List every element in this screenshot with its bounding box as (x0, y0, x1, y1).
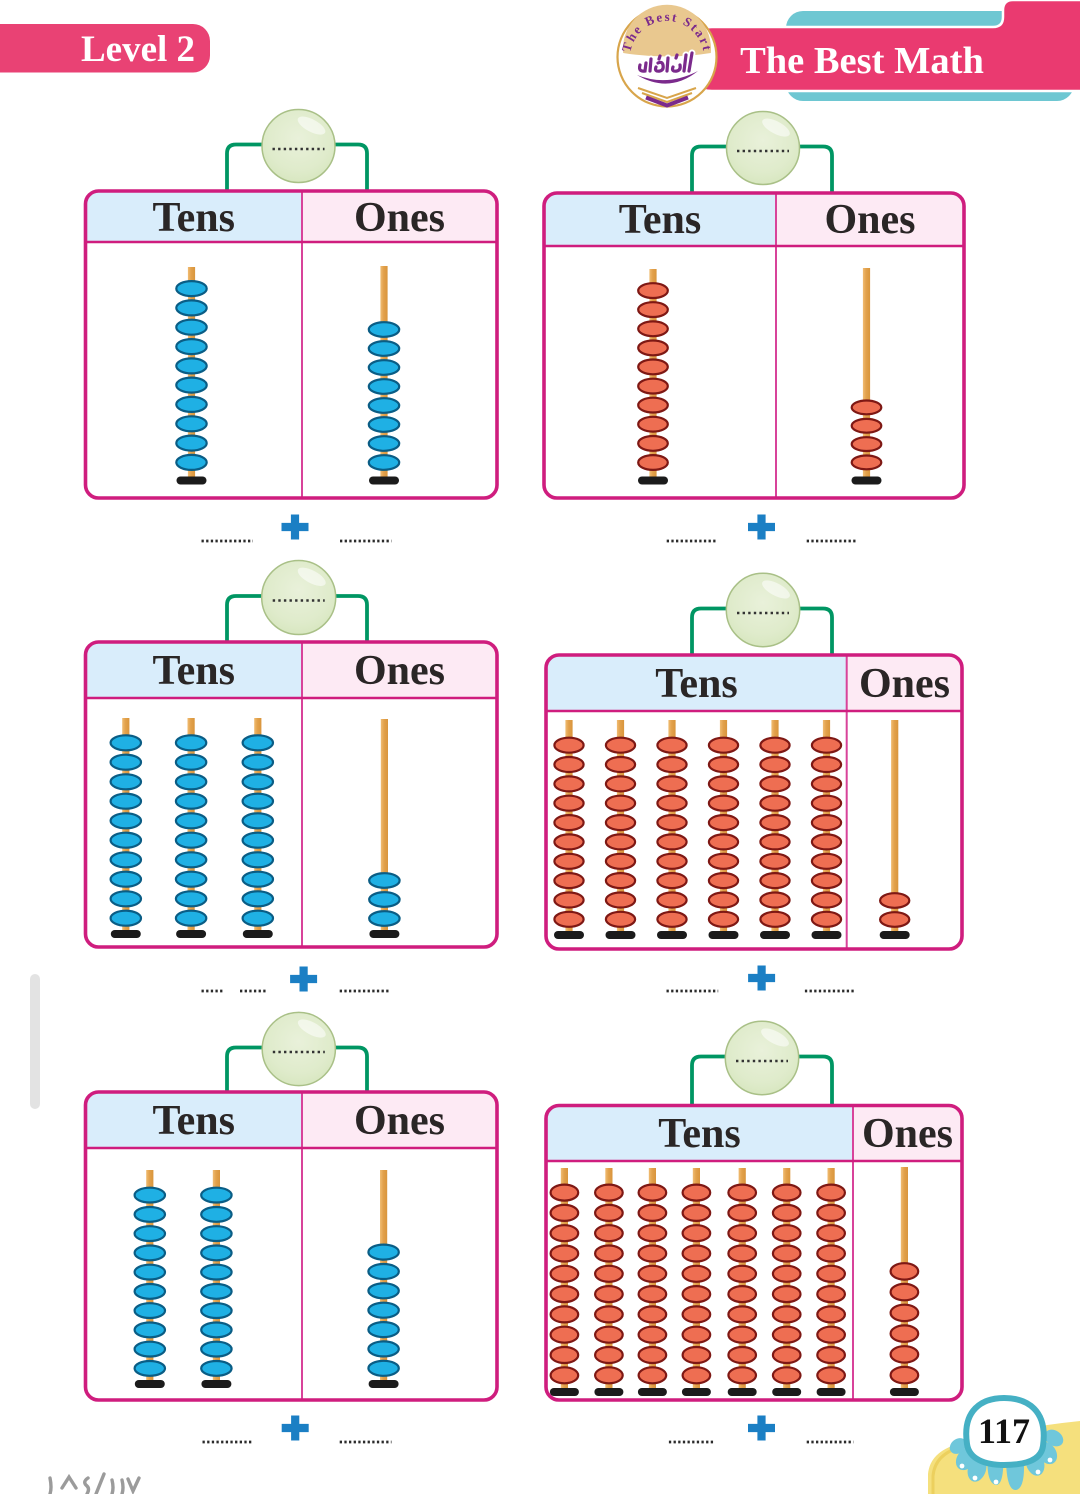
svg-text:Tens: Tens (658, 1111, 741, 1157)
svg-text:Ones: Ones (859, 661, 950, 707)
svg-text:Tens: Tens (655, 661, 738, 707)
svg-text:Ones: Ones (824, 197, 915, 243)
svg-text:Ones: Ones (862, 1111, 953, 1157)
svg-text:Tens: Tens (152, 1098, 235, 1144)
svg-text:Ones: Ones (354, 648, 445, 694)
svg-text:Ones: Ones (354, 1098, 445, 1144)
svg-text:Tens: Tens (152, 195, 235, 241)
svg-text:Tens: Tens (152, 648, 235, 694)
svg-text:117: 117 (978, 1411, 1030, 1451)
svg-text:Tens: Tens (619, 197, 702, 243)
svg-text:The Best Math: The Best Math (740, 40, 984, 82)
svg-text:Level 2: Level 2 (81, 29, 195, 70)
svg-text:Ones: Ones (354, 195, 445, 241)
